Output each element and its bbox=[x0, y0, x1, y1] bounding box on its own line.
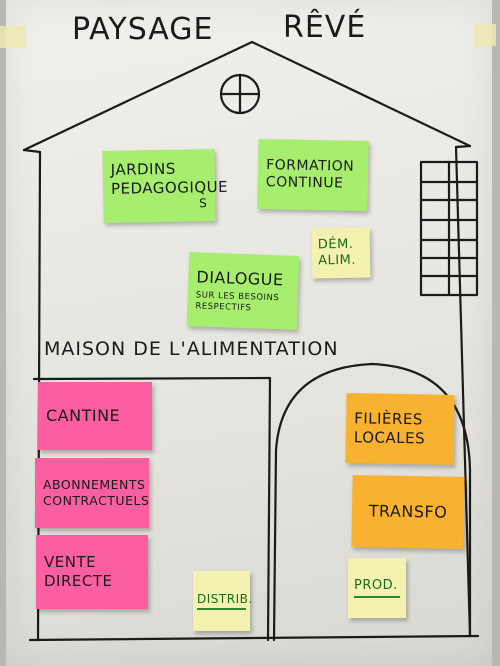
note-jardins-line1: JARDINS bbox=[110, 159, 176, 179]
note-vente-line1: VENTE bbox=[44, 553, 97, 572]
tape-top-left bbox=[0, 26, 26, 48]
note-prod-line1: PROD. bbox=[354, 578, 400, 598]
left-room bbox=[32, 376, 272, 642]
note-dialogue-title: DIALOGUE bbox=[196, 267, 284, 290]
title-word-reve: RÊVÉ bbox=[283, 10, 367, 45]
note-filieres-line1: FILIÈRES bbox=[354, 409, 424, 429]
note-cantine: CANTINE bbox=[38, 382, 152, 450]
note-formation-line1: FORMATION bbox=[266, 156, 355, 175]
title-word-paysage: PAYSAGE bbox=[72, 12, 214, 47]
note-abonnements: ABONNEMENTS CONTRACTUELS bbox=[35, 458, 149, 528]
note-jardins: JARDINS PEDAGOGIQUE S bbox=[102, 149, 229, 223]
house-label: MAISON DE L'ALIMENTATION bbox=[44, 338, 339, 360]
note-transfo: TRANSFO bbox=[351, 475, 465, 549]
note-dem-line1: DÉM. bbox=[317, 236, 354, 253]
note-formation-line2: CONTINUE bbox=[265, 174, 344, 192]
note-dem-line2: ALIM. bbox=[318, 252, 357, 269]
note-jardins-line2: PEDAGOGIQUE bbox=[110, 177, 229, 198]
tape-top-right bbox=[474, 24, 496, 46]
floor-line bbox=[28, 634, 480, 642]
note-filieres: FILIÈRES LOCALES bbox=[345, 393, 455, 465]
note-dem-alim: DÉM. ALIM. bbox=[311, 227, 371, 279]
note-vente: VENTE DIRECTE bbox=[36, 535, 148, 609]
note-jardins-line3: S bbox=[199, 196, 208, 211]
note-abonnements-line2: CONTRACTUELS bbox=[43, 493, 150, 508]
note-formation: FORMATION CONTINUE bbox=[257, 139, 369, 211]
note-filieres-line2: LOCALES bbox=[353, 428, 426, 448]
right-eave bbox=[454, 144, 472, 149]
note-transfo-line1: TRANSFO bbox=[368, 501, 448, 522]
note-abonnements-line1: ABONNEMENTS bbox=[43, 477, 146, 493]
note-cantine-line1: CANTINE bbox=[46, 406, 121, 425]
note-distrib-line1: DISTRIB. bbox=[197, 592, 252, 610]
note-distrib: DISTRIB. bbox=[193, 571, 252, 631]
right-wall bbox=[454, 145, 472, 638]
note-dialogue: DIALOGUE SUR LES BESOINS RESPECTIFS bbox=[186, 252, 300, 330]
left-eave bbox=[22, 148, 42, 154]
roof-line bbox=[22, 40, 472, 152]
note-vente-line2: DIRECTE bbox=[44, 572, 113, 590]
arch-door bbox=[272, 362, 472, 642]
note-prod: PROD. bbox=[348, 558, 406, 618]
note-dialogue-sub2: RESPECTIFS bbox=[195, 300, 252, 313]
